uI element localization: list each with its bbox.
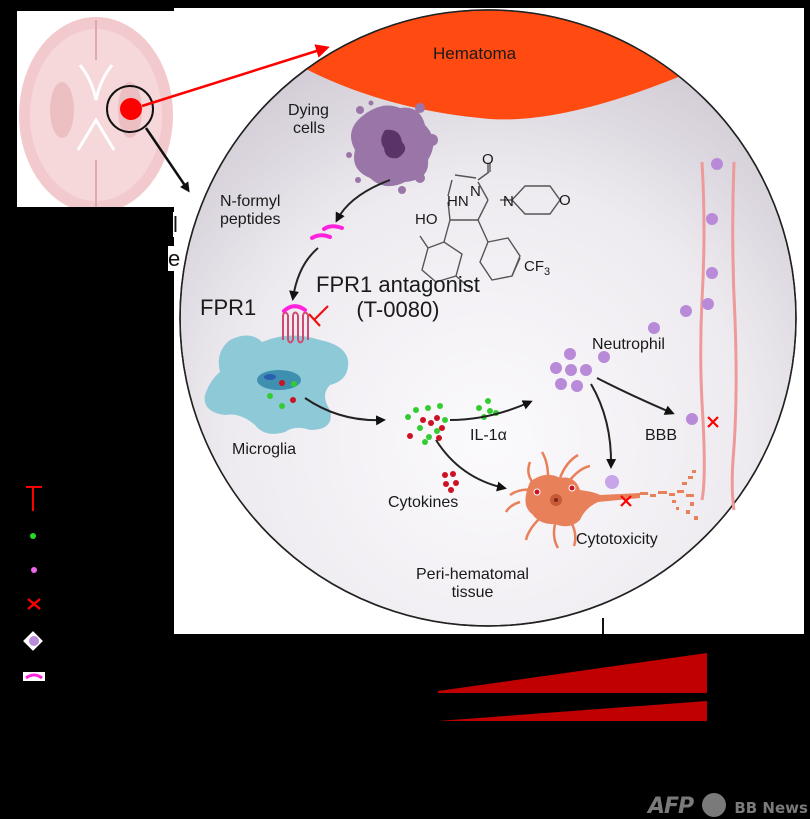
cytotoxicity-label: Cytotoxicity bbox=[576, 531, 658, 548]
fpr1-label: FPR1 bbox=[200, 295, 257, 320]
atom-o-top: O bbox=[482, 151, 494, 168]
microglia-label: Microglia bbox=[232, 441, 297, 458]
vessel-neutrophils bbox=[686, 158, 723, 425]
antagonist-label-line2: (T-0080) bbox=[356, 297, 440, 323]
neuron-icon bbox=[504, 451, 698, 549]
red-wedge-lower bbox=[438, 701, 707, 721]
hematoma-label: Hematoma bbox=[433, 44, 517, 63]
neuron-neutrophil bbox=[605, 475, 619, 489]
peri-label-line1: Peri-hematomal bbox=[416, 566, 529, 583]
black-arrow-to-tissue bbox=[144, 127, 190, 193]
microglia-cell bbox=[204, 335, 349, 434]
afp-logo-text: AFP bbox=[648, 794, 694, 819]
lesion-dot bbox=[120, 98, 142, 120]
arrow-peptides-to-fpr1 bbox=[289, 247, 319, 301]
n-formyl-peptides-icon bbox=[310, 224, 344, 240]
dying-cells-label-line2: cells bbox=[292, 120, 325, 138]
legend-pink-dot-icon bbox=[31, 567, 37, 573]
afp-logo-circle-icon bbox=[701, 793, 726, 817]
cropped-text-fragment-1: l bbox=[173, 212, 181, 238]
arrow-dying-to-peptides bbox=[335, 179, 391, 223]
bbb-block-x-icon bbox=[707, 416, 719, 428]
arrow-to-neutrophils bbox=[449, 400, 533, 421]
peri-hematomal-tissue-label: Peri-hematomal tissue bbox=[416, 566, 529, 603]
atom-n1: N bbox=[470, 183, 481, 200]
cytokine-cluster bbox=[405, 403, 448, 445]
arrow-neutrophil-to-bbb bbox=[596, 377, 675, 415]
dying-cells-label-line1: Dying bbox=[288, 102, 329, 119]
legend-n-formyl-peptide-icon bbox=[23, 672, 45, 681]
left-black-region bbox=[0, 207, 174, 637]
cytokine-red-dots bbox=[442, 471, 459, 493]
arrow-neutrophil-to-neuron bbox=[590, 383, 617, 469]
lesion-magnifier-circle bbox=[106, 85, 154, 133]
afp-bbnews-watermark: AFP BB News bbox=[648, 793, 808, 819]
neutrophil-cluster bbox=[550, 305, 692, 392]
fpr1-antagonist-label: FPR1 antagonist (T-0080) bbox=[316, 272, 480, 323]
red-arrow-to-hematoma bbox=[141, 44, 330, 108]
legend-red-x-icon bbox=[27, 598, 41, 610]
n-formyl-label-line1: N-formyl bbox=[220, 193, 281, 210]
peri-label-line2: tissue bbox=[451, 584, 494, 602]
legend-green-dot-icon bbox=[30, 533, 36, 539]
n-formyl-peptides-label: N-formyl peptides bbox=[220, 193, 281, 230]
inhibition-t-icon bbox=[308, 305, 329, 327]
arrow-microglia-to-cytokines bbox=[304, 397, 386, 426]
atom-o-ring: O bbox=[559, 192, 571, 209]
il1a-label: IL-1α bbox=[470, 427, 507, 444]
cytokines-label: Cytokines bbox=[388, 494, 459, 511]
bound-peptide-icon bbox=[282, 304, 307, 313]
legend-inhibition-t-icon bbox=[26, 486, 42, 511]
antagonist-label-line1: FPR1 antagonist bbox=[316, 272, 480, 297]
red-wedge-upper bbox=[438, 653, 707, 693]
brain-axial-section bbox=[19, 17, 173, 213]
n-formyl-label-line2: peptides bbox=[220, 211, 281, 229]
atom-n2: N bbox=[503, 193, 514, 210]
atom-hn: HN bbox=[447, 193, 469, 210]
blood-vessel-bbb bbox=[699, 161, 738, 511]
cytotoxicity-x-icon bbox=[620, 495, 632, 507]
cropped-text-fragment-2: e bbox=[168, 246, 180, 272]
arrow-to-neuron bbox=[435, 439, 507, 492]
bbnews-text: BB News bbox=[734, 799, 808, 817]
atom-ho: HO bbox=[415, 211, 438, 228]
bbb-label: BBB bbox=[645, 427, 678, 444]
dying-cells-label: Dying cells bbox=[288, 102, 329, 139]
neutrophil-label: Neutrophil bbox=[592, 336, 665, 353]
t0080-molecule-structure bbox=[419, 163, 561, 289]
group-cf3: CF3 bbox=[524, 258, 550, 278]
dying-cell-icon bbox=[346, 100, 438, 194]
